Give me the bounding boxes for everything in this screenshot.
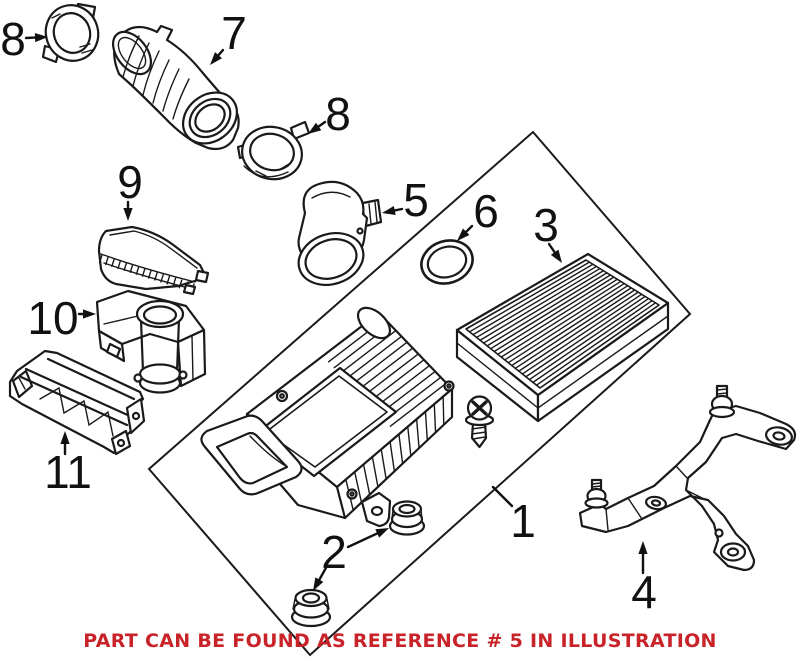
- part-9-housing-cover: [97, 225, 210, 296]
- arrowhead: [382, 205, 396, 215]
- callout-arrow: [318, 564, 329, 581]
- arrowhead: [210, 52, 222, 65]
- callout-11: 11: [44, 431, 92, 498]
- filter-pleats: [468, 261, 657, 386]
- callout-7: 7: [210, 7, 247, 65]
- arrowhead: [550, 249, 562, 263]
- arrowhead: [83, 309, 96, 319]
- callout-2: 2: [313, 526, 389, 591]
- airbox-rib-lines: [327, 318, 448, 427]
- arrowhead: [457, 228, 470, 241]
- callout-number: 4: [631, 566, 657, 618]
- callout-arrow: [217, 48, 225, 57]
- arrowhead: [638, 541, 648, 554]
- part-11-air-duct: [8, 349, 146, 456]
- arrowhead: [34, 32, 48, 43]
- callout-6: 6: [457, 185, 499, 241]
- callout-8: 8: [0, 13, 48, 65]
- callout-number: 6: [473, 185, 499, 237]
- part-4-bracket: [578, 384, 797, 572]
- bracket-ball-stud-top: [708, 384, 736, 419]
- callout-number: 11: [44, 446, 92, 498]
- callout-arrow: [464, 224, 474, 234]
- arrowhead: [375, 528, 389, 538]
- callout-8: 8: [308, 88, 351, 140]
- callout-arrow: [317, 120, 327, 128]
- callout-9: 9: [117, 156, 143, 221]
- part-8-hose-clamp-lower: [236, 120, 311, 181]
- callout-number: 8: [325, 88, 351, 140]
- part-2-grommet-lower: [290, 588, 332, 628]
- callout-1: 1: [491, 485, 536, 547]
- callout-arrow: [491, 485, 514, 508]
- part-1-air-cleaner-assembly: [200, 306, 455, 528]
- part-7-intake-hose: [111, 24, 240, 151]
- callout-number: 9: [117, 156, 143, 208]
- part-5-intake-tube: [297, 180, 383, 286]
- callout-number: 8: [0, 13, 26, 65]
- caption: PART CAN BE FOUND AS REFERENCE # 5 IN IL…: [83, 630, 717, 652]
- callout-4: 4: [631, 541, 657, 618]
- arrowhead: [313, 577, 324, 591]
- callout-arrow: [547, 242, 556, 254]
- callout-number: 1: [510, 495, 536, 547]
- callout-5: 5: [382, 174, 429, 226]
- arrowhead: [308, 122, 322, 134]
- part-3-air-filter: [455, 252, 670, 423]
- cover-hatch-lines: [98, 254, 195, 293]
- part-8-hose-clamp-upper: [41, 2, 100, 64]
- airbox-foot-tab: [360, 491, 392, 528]
- airbox-inlet-scoop: [200, 414, 303, 496]
- callout-arrow: [393, 207, 404, 212]
- bracket-ball-stud-left: [584, 478, 609, 509]
- arrowhead: [60, 431, 70, 444]
- callout-arrow: [346, 532, 379, 549]
- callout-number: 3: [533, 199, 559, 251]
- callout-3: 3: [533, 199, 562, 263]
- mounting-screw: [464, 395, 495, 449]
- callout-10: 10: [27, 292, 96, 344]
- part-2-grommet-upper: [388, 500, 426, 536]
- callout-number: 5: [403, 174, 429, 226]
- part-6-seal-ring: [420, 239, 474, 285]
- callout-number: 7: [221, 7, 247, 59]
- part-10-lower-housing: [95, 289, 207, 394]
- arrowhead: [123, 208, 133, 221]
- callout-number: 10: [27, 292, 78, 344]
